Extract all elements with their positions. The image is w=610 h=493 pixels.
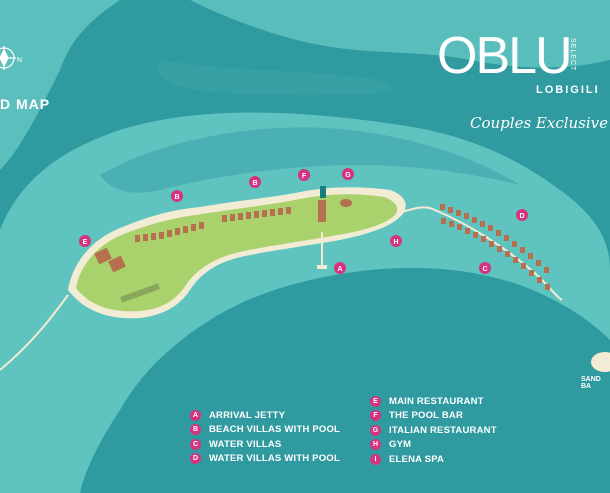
brand-logo: OBLU [437,27,573,85]
marker-b-2[interactable]: B [249,176,261,188]
compass-letter: N [17,57,22,64]
marker-h[interactable]: H [390,235,402,247]
legend-item: D WATER VILLAS WITH POOL [190,452,340,467]
upper-reef [0,0,120,170]
legend-label: WATER VILLAS [209,438,282,450]
compass-icon [0,46,16,70]
legend-item: E MAIN RESTAURANT [370,394,497,409]
legend-item: A ARRIVAL JETTY [190,408,340,423]
marker-letter: H [393,239,398,246]
legend-label: GYM [389,439,412,451]
legend-badge: E [370,395,381,407]
marker-letter: A [337,266,342,273]
legend-label: ITALIAN RESTAURANT [389,424,497,436]
pool-bar [318,200,326,222]
legend-badge: A [190,409,201,421]
legend-badge: D [190,453,201,465]
legend-item: C WATER VILLAS [190,437,340,452]
legend-label: MAIN RESTAURANT [389,395,484,407]
marker-a[interactable]: A [334,262,346,274]
marker-e[interactable]: E [79,235,91,247]
legend-right: E MAIN RESTAURANT F THE POOL BAR G ITALIAN … [370,394,497,467]
legend-item: G ITALIAN RESTAURANT [370,423,497,438]
marker-letter: B [174,194,179,201]
main-restaurant [94,247,126,273]
beach-villas [135,207,291,242]
legend-badge: F [370,410,381,422]
marker-letter: D [519,213,524,220]
map-title: D MAP [0,96,51,112]
legend-item: H GYM [370,438,497,453]
brand-subtitle: LOBIGILI [536,84,600,96]
legend-badge: C [190,438,201,450]
legend-badge: I [370,453,381,465]
jetty-head [317,265,327,269]
legend-label: ELENA SPA [389,453,445,465]
marker-letter: B [252,180,257,187]
lagoon [0,112,610,493]
marker-letter: C [482,266,487,273]
brand-tagline: Couples Exclusive [470,114,609,132]
legend-badge: B [190,424,201,436]
legend-label: ARRIVAL JETTY [209,409,286,421]
legend-item: F THE POOL BAR [370,409,497,424]
italian-restaurant [340,199,352,207]
marker-c[interactable]: C [479,262,491,274]
pool [320,186,326,198]
legend-label: BEACH VILLAS WITH POOL [209,424,341,436]
marker-b-1[interactable]: B [171,190,183,202]
marker-letter: E [83,239,88,246]
back-of-house [120,283,160,303]
reef-lobe [100,127,520,193]
marker-letter: F [302,173,307,180]
sand-bank [591,352,610,372]
inner-channel [157,60,393,95]
sandbank-label: SAND BA [581,376,601,390]
marker-f[interactable]: F [298,169,310,181]
brand-select: SELECT [569,38,576,72]
marker-d[interactable]: D [516,209,528,221]
legend-item: B BEACH VILLAS WITH POOL [190,423,340,438]
legend-left: A ARRIVAL JETTY B BEACH VILLAS WITH POOL C… [190,408,340,466]
water-villas [434,204,563,301]
top-reef [190,0,610,68]
legend-badge: H [370,439,381,451]
boardwalk [401,206,436,213]
island-grass [76,194,398,312]
marker-letter: G [345,172,351,179]
legend-badge: G [370,424,381,436]
marker-g[interactable]: G [342,168,354,180]
legend-label: THE POOL BAR [389,410,464,422]
legend-label: WATER VILLAS WITH POOL [209,453,340,465]
west-path [0,294,69,371]
legend-item: I ELENA SPA [370,452,497,467]
